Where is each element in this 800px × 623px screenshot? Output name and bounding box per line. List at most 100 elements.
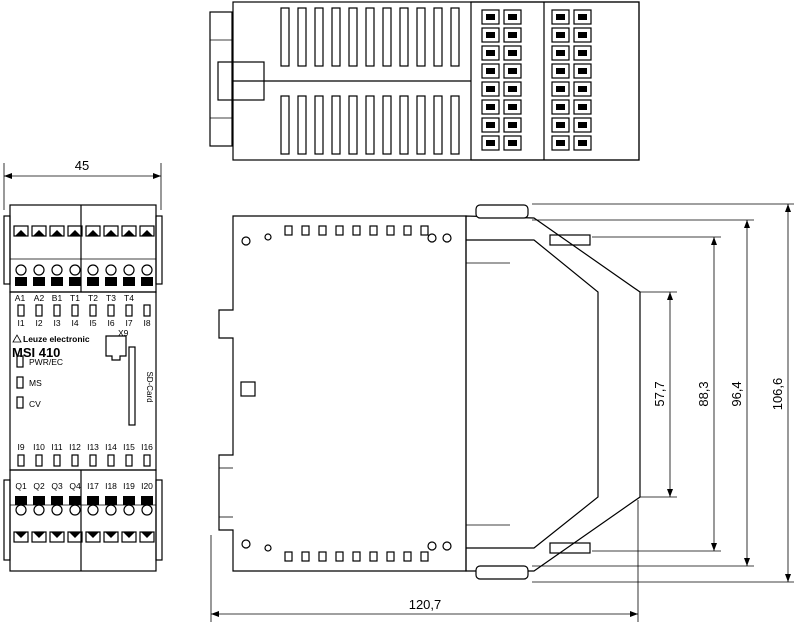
channel-led (143, 454, 151, 467)
channel-led (107, 304, 115, 317)
terminal-clamp (123, 277, 135, 286)
mounting-hole (241, 539, 251, 549)
vent-slot (382, 7, 392, 67)
terminal-screw-icon (69, 504, 81, 516)
terminal-label: T1 (70, 293, 80, 303)
terminal-cell (503, 99, 522, 115)
terminal-arrow-icon (69, 532, 81, 538)
terminal-label: A2 (34, 293, 45, 303)
led-label: CV (29, 399, 41, 409)
terminal-arrow-icon (105, 230, 117, 236)
terminal-arrow-icon (141, 230, 153, 236)
vent-slot (403, 225, 412, 236)
terminal-screw-icon (486, 68, 495, 74)
dimension-lines: 57,7 88,3 96,4 106,6 120,7 (210, 203, 794, 622)
sd-card-label: SD-Card (145, 371, 154, 402)
channel-led (17, 454, 25, 467)
vent-slot (280, 7, 290, 67)
terminal-label: T2 (88, 293, 98, 303)
terminal-arrow-icon (33, 532, 45, 538)
terminal-arrow-icon (51, 532, 63, 538)
terminal-screw-icon (486, 50, 495, 56)
channel-led (53, 304, 61, 317)
output-label: I18 (105, 481, 117, 491)
vent-slot (386, 225, 395, 236)
terminal-cell (573, 135, 592, 151)
mounting-hole (427, 541, 437, 551)
vent-slot (284, 551, 293, 562)
vent-slot (284, 225, 293, 236)
terminal-screw-icon (556, 68, 565, 74)
terminal-clamp (69, 496, 81, 505)
terminal-arrow-icon (15, 532, 27, 538)
terminal-screw-icon (508, 140, 517, 146)
terminal-cell (503, 9, 522, 25)
vent-slot (416, 95, 426, 155)
input-label: I6 (107, 318, 114, 328)
terminal-screw-icon (33, 504, 45, 516)
terminal-cell (551, 9, 570, 25)
terminal-clamp (141, 277, 153, 286)
channel-led (35, 304, 43, 317)
channel-led (17, 304, 25, 317)
terminal-label: B1 (52, 293, 63, 303)
terminal-clamp (87, 496, 99, 505)
channel-led (89, 304, 97, 317)
terminal-screw-icon (508, 14, 517, 20)
led-label: MS (29, 378, 42, 388)
terminal-screw-icon (141, 264, 153, 276)
terminal-arrow-icon (141, 532, 153, 538)
dim-height-4: 106,6 (770, 378, 785, 411)
output-label: Q1 (15, 481, 27, 491)
terminal-screw-icon (508, 86, 517, 92)
vent-slot (297, 7, 307, 67)
dim-height-2: 88,3 (696, 381, 711, 406)
terminal-clamp (105, 277, 117, 286)
terminal-cell (481, 9, 500, 25)
vent-slot (399, 95, 409, 155)
terminal-clamp (15, 277, 27, 286)
input-label: I4 (71, 318, 78, 328)
terminal-clamp (51, 277, 63, 286)
mounting-hole (442, 233, 452, 243)
output-label: Q4 (69, 481, 81, 491)
terminal-screw-icon (141, 504, 153, 516)
terminal-screw-icon (508, 50, 517, 56)
input-label: I9 (17, 442, 24, 452)
terminal-cell (481, 27, 500, 43)
terminal-arrow-icon (87, 532, 99, 538)
terminal-screw-icon (578, 104, 587, 110)
input-label: I7 (125, 318, 132, 328)
mounting-hole (264, 233, 272, 241)
led-label: PWR/EC (29, 357, 63, 367)
terminal-cell (481, 45, 500, 61)
terminal-cell (503, 117, 522, 133)
dim-height-1: 57,7 (652, 381, 667, 406)
vent-slot (382, 95, 392, 155)
terminal-clamp (33, 277, 45, 286)
vent-slot (416, 7, 426, 67)
front-view: 45 A1 A2 B1 T1 T2 T3 T4 I1 I2 I3 (3, 158, 163, 572)
mounting-hole (442, 541, 452, 551)
vent-slot (386, 551, 395, 562)
input-label: I3 (53, 318, 60, 328)
vent-slot (318, 225, 327, 236)
input-label: I5 (89, 318, 96, 328)
vent-slot (335, 225, 344, 236)
vent-slot (450, 7, 460, 67)
terminal-cell (573, 63, 592, 79)
led-indicator (16, 396, 24, 409)
input-label: I14 (105, 442, 117, 452)
channel-led (107, 454, 115, 467)
mounting-hole (241, 236, 251, 246)
terminal-cell (481, 81, 500, 97)
top-terminal-labels: A1 A2 B1 T1 T2 T3 T4 (15, 293, 134, 303)
vent-slot (297, 95, 307, 155)
terminal-arrow-icon (51, 230, 63, 236)
terminal-screw-icon (486, 104, 495, 110)
terminal-label: T3 (106, 293, 116, 303)
terminal-clamp (33, 496, 45, 505)
terminal-screw-icon (578, 86, 587, 92)
terminal-cell (503, 63, 522, 79)
terminal-cell (573, 45, 592, 61)
